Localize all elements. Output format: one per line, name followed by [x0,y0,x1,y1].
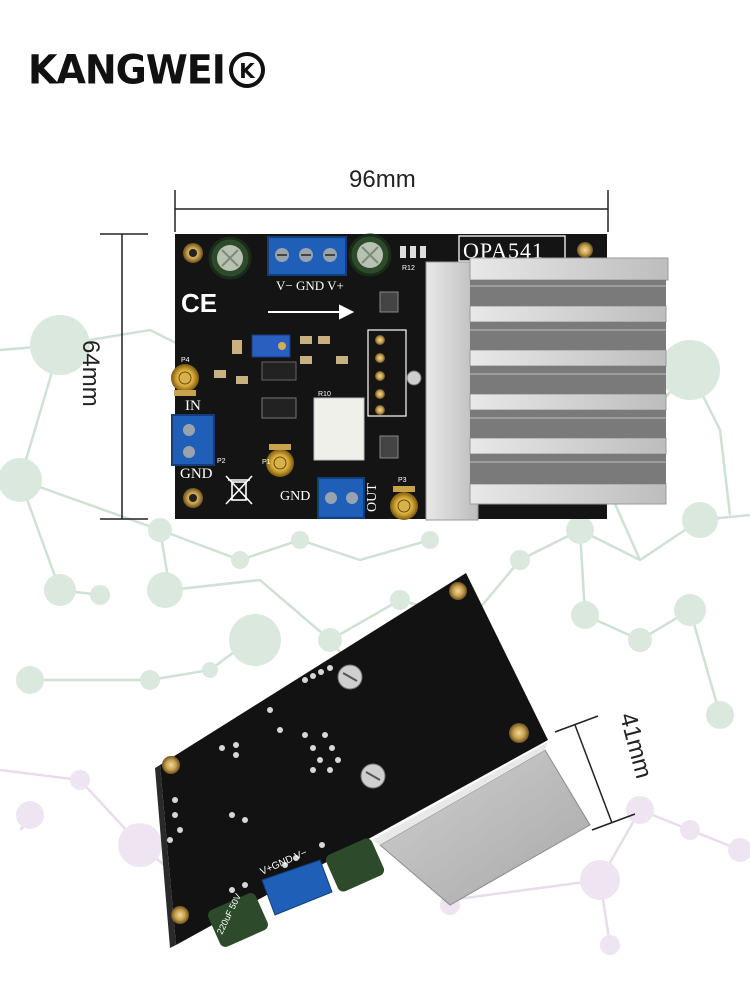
gnd-label-left: GND [180,466,213,482]
input-sma-connector [171,364,199,396]
ref-p4: P4 [181,357,190,364]
ref-p3: P3 [398,477,407,484]
ref-r10: R10 [318,391,331,398]
input-gnd-terminal [171,414,215,466]
dimension-depth-line [554,715,636,831]
mounting-holes [183,242,593,508]
chip-header-pins [367,329,422,417]
brand-mark-icon: K [228,52,265,88]
dimension-width-line [174,190,609,232]
power-label: V− GND V+ [276,278,344,293]
brand-logo: KANGWEI K [28,44,267,96]
output-terminal [317,477,365,519]
height-dimension-label: 64mm [77,340,104,407]
pcb-top-view: V− GND V+ CE P4 IN [171,233,669,521]
ref-p1: P1 [262,459,271,466]
dimension-height-line [100,233,148,520]
brand-name: KANGWEI [28,46,226,94]
power-terminal-block [267,236,347,276]
brand-mark-letter: K [239,59,256,83]
electrolytic-capacitor-left [208,236,252,280]
signal-arrow [268,304,355,320]
in-label: IN [185,398,201,414]
gnd-sma-connector [266,444,294,477]
rear-screws [337,664,386,789]
rear-mounting-holes [162,582,529,924]
rear-solder-pads [167,665,341,893]
ref-r12: R12 [402,265,415,272]
gnd-label-bottom: GND [280,489,310,504]
small-components [214,246,426,459]
heat-sink [425,257,669,521]
ref-p2: P2 [217,458,226,465]
output-sma-connector [390,486,418,520]
ce-mark: CE [181,288,217,318]
out-label: OUT [365,483,380,512]
rear-capacitors [208,838,385,947]
weee-icon [225,475,253,505]
width-dimension-label: 96mm [349,166,416,193]
rear-power-terminal [261,859,333,916]
electrolytic-capacitor-right [348,233,392,277]
rear-heat-sink [372,742,591,906]
power-resistor [313,397,365,461]
rear-pcb-board [160,573,548,945]
pcb-rear-view: V+GND V− 220uF 50V [155,573,591,948]
